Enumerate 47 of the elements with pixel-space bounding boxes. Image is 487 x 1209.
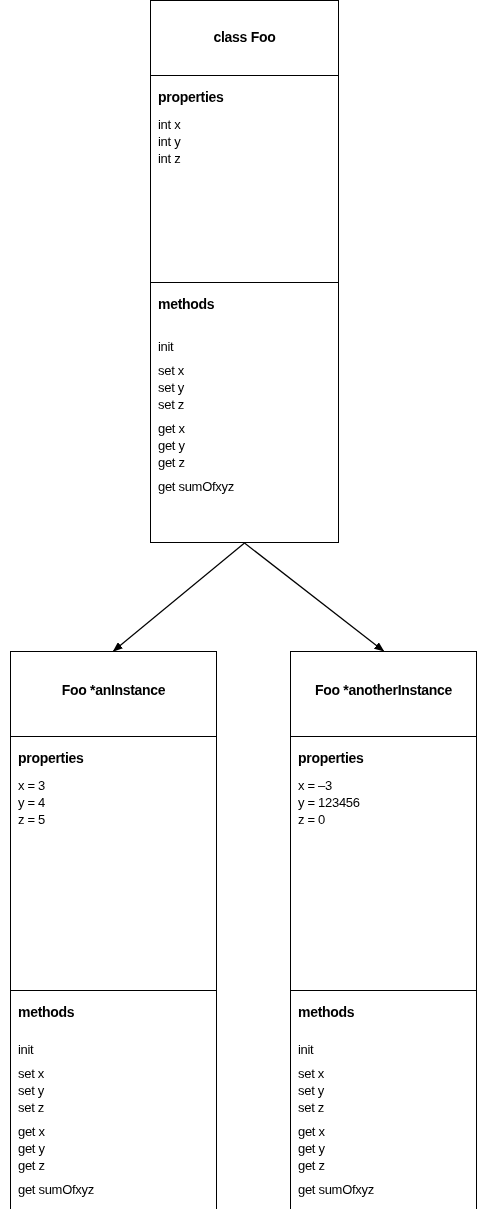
member-text: set y bbox=[298, 1082, 324, 1099]
class-box bbox=[150, 0, 339, 543]
member-text: y = 123456 bbox=[298, 794, 360, 811]
section-title: methods bbox=[158, 296, 215, 313]
member-text: set z bbox=[298, 1099, 324, 1116]
member-text: set x bbox=[298, 1065, 324, 1082]
member-text: set y bbox=[158, 379, 184, 396]
member-text: init bbox=[158, 338, 174, 355]
member-text: x = –3 bbox=[298, 777, 332, 794]
class-name: Foo *anotherInstance bbox=[313, 682, 454, 698]
section-title: methods bbox=[298, 1004, 355, 1021]
member-text: set y bbox=[18, 1082, 44, 1099]
member-text: int x bbox=[158, 116, 181, 133]
member-text: get sumOfxyz bbox=[158, 478, 234, 495]
member-text: set z bbox=[18, 1099, 44, 1116]
member-text: z = 0 bbox=[298, 811, 326, 828]
class-box bbox=[290, 651, 477, 1209]
section-title: methods bbox=[18, 1004, 75, 1021]
class-name: class Foo bbox=[212, 29, 277, 45]
member-text: get z bbox=[18, 1157, 45, 1174]
member-text: y = 4 bbox=[18, 794, 46, 811]
section-title: properties bbox=[298, 750, 364, 767]
member-text: get y bbox=[18, 1140, 45, 1157]
member-text: init bbox=[18, 1041, 34, 1058]
member-text: set x bbox=[18, 1065, 44, 1082]
member-text: get z bbox=[298, 1157, 325, 1174]
class-box bbox=[10, 651, 217, 1209]
member-text: int y bbox=[158, 133, 181, 150]
member-text: get x bbox=[158, 420, 185, 437]
member-text: get y bbox=[298, 1140, 325, 1157]
member-text: get y bbox=[158, 437, 185, 454]
member-text: z = 5 bbox=[18, 811, 46, 828]
member-text: x = 3 bbox=[18, 777, 46, 794]
member-text: get z bbox=[158, 454, 185, 471]
class-name: Foo *anInstance bbox=[60, 682, 167, 698]
member-text: get x bbox=[18, 1123, 45, 1140]
member-text: set z bbox=[158, 396, 184, 413]
section-title: properties bbox=[158, 89, 224, 106]
arrow bbox=[112, 542, 246, 652]
member-text: set x bbox=[158, 362, 184, 379]
member-text: get x bbox=[298, 1123, 325, 1140]
arrow bbox=[243, 542, 385, 652]
member-text: int z bbox=[158, 150, 181, 167]
member-text: get sumOfxyz bbox=[298, 1181, 374, 1198]
member-text: get sumOfxyz bbox=[18, 1181, 94, 1198]
section-title: properties bbox=[18, 750, 84, 767]
member-text: init bbox=[298, 1041, 314, 1058]
